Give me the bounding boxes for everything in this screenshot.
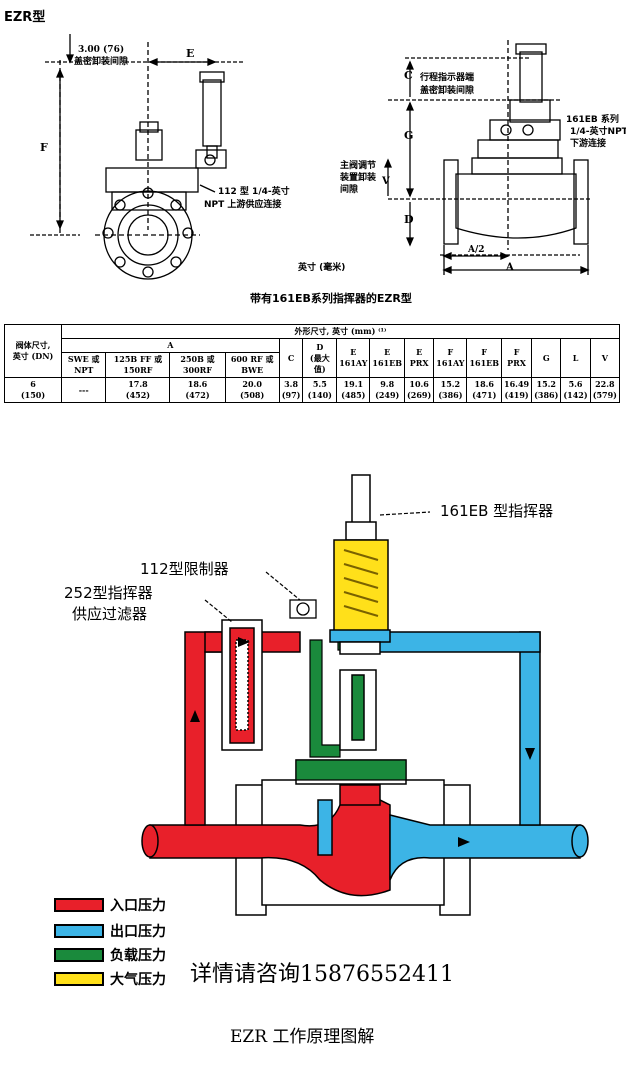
size-header: 阀体尺寸, 英寸 (DN) bbox=[4, 324, 62, 378]
inlet-swatch bbox=[54, 898, 104, 912]
restrictor-112 bbox=[289, 599, 317, 619]
value-cell: 15.2(386) bbox=[531, 377, 562, 403]
a-sub-header: SWE 或NPT bbox=[60, 352, 107, 378]
legend-label: 大气压力 bbox=[110, 972, 166, 988]
a-header: A bbox=[61, 338, 280, 353]
filter-label-line2: 供应过滤器 bbox=[72, 605, 148, 623]
value-cell: 9.8(249) bbox=[369, 377, 405, 403]
value-cell: 10.6(269) bbox=[403, 377, 435, 403]
a-sub-header: 125B FF 或150RF bbox=[105, 352, 171, 378]
col-header: G bbox=[531, 338, 562, 378]
value-cell: 22.8(579) bbox=[589, 377, 621, 403]
legend-atmospheric: 大气压力 bbox=[54, 970, 166, 988]
col-header: L bbox=[560, 338, 591, 378]
indicator-clearance-line2: 盖密卸装间隙 bbox=[420, 86, 475, 96]
top-caption: 带有161EB系列指挥器的EZR型 bbox=[250, 292, 412, 305]
dim-g-label: G bbox=[404, 129, 414, 142]
clearance-desc: 盖密卸装间隙 bbox=[74, 57, 129, 67]
legend-label: 出口压力 bbox=[110, 924, 166, 940]
value-cell: 5.6(142) bbox=[560, 377, 591, 403]
supply-connection-line2: NPT 上游供应连接 bbox=[204, 200, 282, 210]
value-cell: 18.6(471) bbox=[466, 377, 503, 403]
callout-leaders bbox=[204, 511, 431, 623]
legend-label: 入口压力 bbox=[110, 898, 166, 914]
bottom-caption: EZR 工作原理图解 bbox=[230, 1027, 375, 1047]
restrictor-label: 112型限制器 bbox=[140, 560, 229, 578]
filter-label-line1: 252型指挥器 bbox=[64, 584, 153, 602]
a-sub-header: 600 RF 或BWE bbox=[224, 352, 280, 378]
value-cell: 5.5(140) bbox=[302, 377, 338, 403]
right-valve-drawing bbox=[384, 40, 590, 275]
value-cell: 15.2(386) bbox=[433, 377, 468, 403]
legend-inlet: 入口压力 bbox=[54, 896, 166, 914]
dim-v-label: V bbox=[382, 176, 390, 187]
clearance-dim: 3.00 (76) bbox=[78, 45, 125, 55]
pilot-connection-line1: 161EB 系列 bbox=[566, 115, 619, 125]
contact-text: 详情请咨询15876552411 bbox=[190, 962, 454, 987]
value-cell: 19.1(485) bbox=[336, 377, 371, 403]
dim-a-half-label: A/2 bbox=[468, 245, 485, 255]
indicator-clearance-line1: 行程指示器端 bbox=[420, 73, 475, 83]
col-header: D(最大值) bbox=[302, 338, 338, 378]
operating-principle-diagram bbox=[141, 474, 589, 916]
loading-swatch bbox=[54, 948, 104, 962]
main-valve-clearance-line3: 间隙 bbox=[340, 185, 359, 195]
dim-c-label: C bbox=[404, 69, 413, 82]
a-cell: 20.0(508) bbox=[224, 377, 280, 403]
supply-connection-line1: 112 型 1/4-英寸 bbox=[218, 187, 290, 197]
main-valve-clearance-line2: 装置卸装 bbox=[340, 173, 377, 183]
value-cell: 3.8(97) bbox=[278, 377, 304, 403]
pilot-label: 161EB 型指挥器 bbox=[440, 502, 554, 520]
a-cell: 18.6(472) bbox=[169, 377, 226, 403]
outlet-swatch bbox=[54, 924, 104, 938]
units-label: 英寸 (毫米) bbox=[298, 263, 346, 273]
value-cell: 16.49(419) bbox=[501, 377, 533, 403]
dim-a-label: A bbox=[506, 262, 514, 273]
pilot-connection-line2: 1/4-英寸NPT bbox=[570, 127, 626, 137]
flow-arrows bbox=[190, 637, 535, 847]
dim-d-label: D bbox=[404, 213, 414, 226]
dim-f-label: F bbox=[40, 141, 48, 154]
model-title: EZR型 bbox=[4, 10, 46, 25]
a-cell: 17.8(452) bbox=[105, 377, 171, 403]
legend-loading: 负载压力 bbox=[54, 946, 166, 964]
col-header: V bbox=[589, 338, 621, 378]
left-valve-drawing bbox=[30, 34, 245, 280]
atmospheric-swatch bbox=[54, 972, 104, 986]
pilot-connection-line3: 下游连接 bbox=[570, 139, 607, 149]
pilot-161eb bbox=[329, 474, 391, 751]
dimension-drawings bbox=[30, 34, 590, 280]
legend-outlet: 出口压力 bbox=[54, 922, 166, 940]
col-header: C bbox=[278, 338, 304, 378]
main-valve-clearance-line1: 主阀调节 bbox=[340, 161, 377, 171]
dim-e-label: E bbox=[186, 47, 195, 60]
dimension-table: 阀体尺寸, 英寸 (DN) 外形尺寸, 英寸 (mm) ⁽¹⁾ A C D(最大… bbox=[4, 324, 621, 403]
size-cell: 6(150) bbox=[4, 377, 62, 403]
a-sub-header: 250B 或300RF bbox=[169, 352, 226, 378]
a-cell: --- bbox=[60, 377, 107, 403]
group-header: 外形尺寸, 英寸 (mm) ⁽¹⁾ bbox=[61, 324, 620, 339]
legend-label: 负载压力 bbox=[110, 948, 166, 964]
